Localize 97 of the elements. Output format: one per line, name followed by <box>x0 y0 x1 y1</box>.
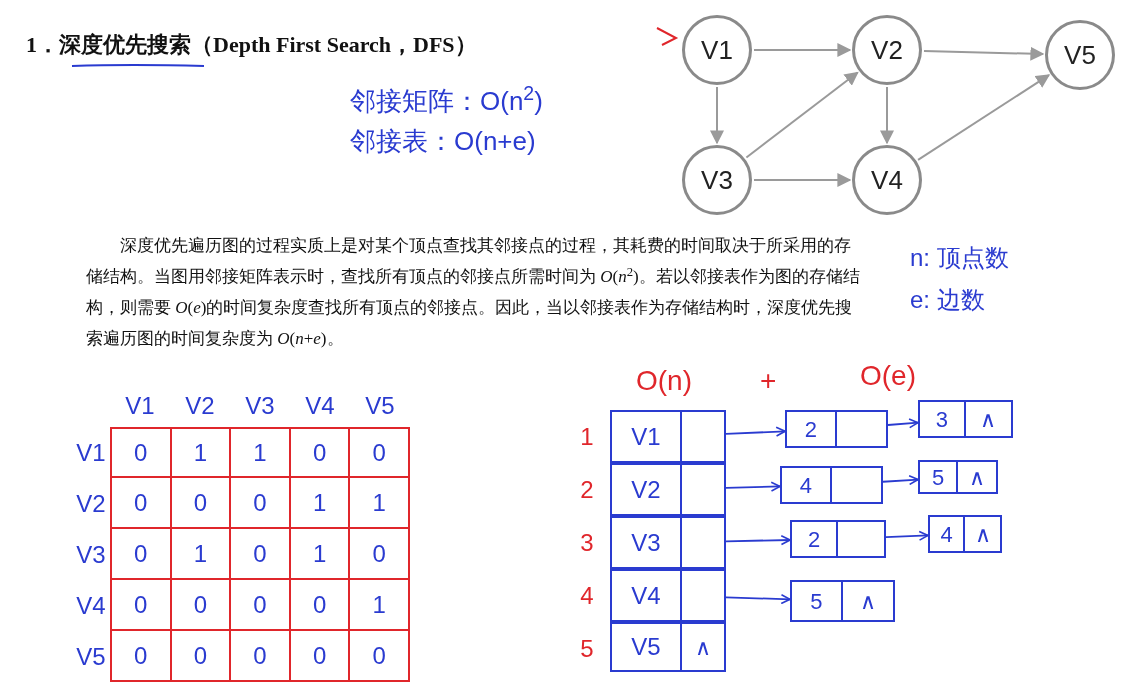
vertex-name: V2 <box>631 474 661 505</box>
row-number: 5 <box>580 633 594 664</box>
vertex-label: V3 <box>701 163 733 197</box>
vertex-name: V5 <box>631 632 661 662</box>
matrix-cell: 0 <box>171 580 232 631</box>
adjacent-index: 5 <box>810 587 823 616</box>
null-pointer: ∧ <box>859 587 876 616</box>
arrow <box>880 86 894 145</box>
column-header: V4 <box>305 391 335 421</box>
arrow <box>710 86 724 145</box>
arrow <box>923 46 1045 61</box>
matrix-cell: 0 <box>290 427 351 478</box>
vertex-row <box>610 569 726 622</box>
section-title: 1．深度优先搜索（Depth First Search，DFS） <box>26 31 477 59</box>
matrix-cell: 0 <box>231 529 291 580</box>
list-node <box>790 580 895 622</box>
list-node <box>780 466 883 504</box>
body-paragraph: 深度优先遍历图的过程实质上是对某个顶点查找其邻接点的过程，其耗费的时间取决于所采用的存储结构。当图用邻接矩阵表示时，查找所有顶点的邻接点所需时间为 O(n$^{2}$)。若以邻接表作为图的存储结构，则需要 O(e)的时间复杂度查找所有顶点的邻接点。因此，当以邻接表作为存储结构时，深度优先搜索遍历图的时间复杂度为 O(n+e)。 <box>86 235 861 350</box>
matrix-cell: 1 <box>171 427 232 478</box>
arrow <box>725 426 786 437</box>
vertex-row <box>610 516 726 569</box>
matrix-cell: 0 <box>171 478 232 529</box>
vertex-row <box>610 463 726 516</box>
matrix-cell: 0 <box>110 427 172 478</box>
matrix-cell: 0 <box>231 631 291 682</box>
adjacent-index: 2 <box>807 525 821 554</box>
adjacent-index: 3 <box>935 405 948 434</box>
handwritten-note: O(e) <box>860 359 916 393</box>
row-header: V4 <box>76 590 106 621</box>
arrow <box>745 71 859 159</box>
row-number: 2 <box>580 474 594 505</box>
vertex-label: V5 <box>1064 38 1096 72</box>
matrix-cell: 0 <box>171 631 232 682</box>
arrow <box>753 173 852 187</box>
null-pointer: ∧ <box>969 463 985 492</box>
matrix-cell: 0 <box>350 631 410 682</box>
null-pointer: ∧ <box>974 520 991 549</box>
column-header: V1 <box>125 391 155 421</box>
arrow <box>882 474 919 486</box>
column-header: V3 <box>245 391 275 421</box>
vertex-label: V2 <box>871 33 903 67</box>
arrow <box>887 418 919 429</box>
arrow <box>725 535 791 546</box>
matrix-cell: 1 <box>350 580 410 631</box>
matrix-cell: 1 <box>350 478 410 529</box>
handwritten-note: 邻接表：O(n+e) <box>350 125 536 158</box>
matrix-cell: 1 <box>171 529 232 580</box>
adjacent-index: 4 <box>940 520 953 549</box>
column-header: V2 <box>185 391 215 421</box>
list-node <box>785 410 888 448</box>
vertex-row <box>610 410 726 463</box>
matrix-cell: 1 <box>231 427 291 478</box>
arrow <box>753 43 852 57</box>
matrix-cell: 0 <box>350 427 410 478</box>
arrow <box>917 74 1051 161</box>
row-number: 1 <box>580 421 594 452</box>
arrow <box>725 481 781 492</box>
arrow <box>885 530 929 541</box>
row-number: 4 <box>580 580 594 611</box>
vertex-name: V3 <box>631 527 661 558</box>
handwritten-note: 邻接矩阵：O(n$^{2}$) <box>350 82 543 118</box>
list-node <box>928 515 1002 553</box>
matrix-cell: 0 <box>231 580 291 631</box>
row-header: V1 <box>76 437 106 468</box>
matrix-cell: 0 <box>290 631 351 682</box>
arrow <box>725 593 791 605</box>
row-header: V5 <box>76 641 106 672</box>
matrix-cell: 1 <box>290 529 351 580</box>
column-header: V5 <box>365 391 395 421</box>
list-node <box>918 460 998 494</box>
row-number: 3 <box>580 527 594 558</box>
matrix-cell: 0 <box>350 529 410 580</box>
matrix-cell: 0 <box>110 529 172 580</box>
vertex-label: V4 <box>871 163 903 197</box>
matrix-cell: 0 <box>110 580 172 631</box>
handwritten-note: O(n) <box>636 364 692 398</box>
matrix-cell: 0 <box>290 580 351 631</box>
adjacent-index: 5 <box>931 463 945 492</box>
vertex-name: V4 <box>631 580 661 611</box>
list-node <box>790 520 886 558</box>
matrix-cell: 0 <box>231 478 291 529</box>
handwritten-note: + <box>760 364 777 398</box>
list-node <box>918 400 1013 438</box>
row-header: V2 <box>76 488 106 519</box>
vertex-label: V1 <box>701 33 733 67</box>
vertex-row <box>610 622 726 672</box>
adjacent-index: 2 <box>804 415 817 444</box>
handwritten-note: n: 顶点数 <box>910 243 1009 273</box>
row-header: V3 <box>76 539 106 570</box>
matrix-cell: 0 <box>110 478 172 529</box>
null-pointer: ∧ <box>980 405 997 434</box>
matrix-cell: 0 <box>110 631 172 682</box>
vertex-name: V1 <box>631 421 661 452</box>
matrix-cell: 1 <box>290 478 351 529</box>
null-pointer: ∧ <box>695 633 711 662</box>
handwritten-note: e: 边数 <box>910 285 985 315</box>
adjacent-index: 4 <box>799 471 812 500</box>
